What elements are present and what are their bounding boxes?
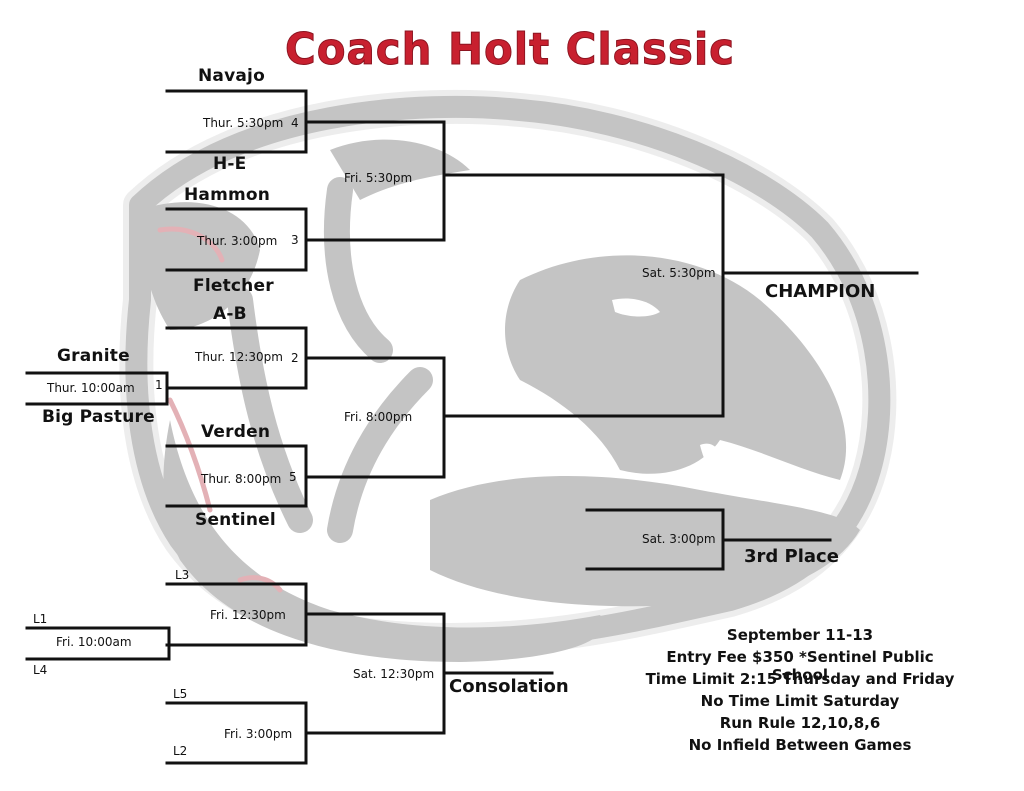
game-2-time: Thur. 12:30pm — [195, 350, 283, 364]
tournament-info: September 11-13 Entry Fee $350 *Sentinel… — [640, 626, 960, 758]
info-entry-fee: Entry Fee $350 *Sentinel Public School — [666, 648, 934, 684]
team-hammon: Hammon — [184, 185, 271, 205]
cons-l5-time: Fri. 3:00pm — [224, 727, 293, 741]
game-2-seed: 2 — [291, 351, 299, 365]
slot-l1: L1 — [33, 612, 48, 626]
team-big-pasture: Big Pasture — [42, 407, 155, 427]
team-verden: Verden — [201, 422, 271, 442]
game-1-bracket — [25, 371, 169, 406]
cons-final-time: Sat. 12:30pm — [353, 667, 435, 681]
info-time-limit: Time Limit 2:15 Thursday and Friday — [645, 670, 955, 688]
team-sentinel: Sentinel — [195, 510, 276, 530]
page-title-text: Coach Holt Classic — [285, 24, 735, 75]
cons-l3-time: Fri. 12:30pm — [210, 608, 286, 622]
final-time: Sat. 5:30pm — [642, 266, 716, 280]
slot-l3: L3 — [175, 568, 190, 582]
info-infield: No Infield Between Games — [688, 736, 912, 754]
team-h-e: H-E — [213, 154, 247, 174]
semi-bottom-time: Fri. 8:00pm — [344, 410, 413, 424]
info-dates: September 11-13 — [726, 626, 874, 644]
semi-top-bracket — [304, 120, 446, 242]
game-4-time: Thur. 5:30pm — [203, 116, 284, 130]
team-fletcher: Fletcher — [193, 276, 274, 296]
page-title: Coach Holt Classic — [285, 24, 735, 76]
final-bracket — [442, 173, 725, 418]
game-5-time: Thur. 8:00pm — [201, 472, 282, 486]
slot-l2: L2 — [173, 744, 188, 758]
info-saturday-limit: No Time Limit Saturday — [700, 692, 900, 710]
team-navajo: Navajo — [198, 66, 265, 86]
cons-l1-time: Fri. 10:00am — [56, 635, 132, 649]
team-a-b: A-B — [213, 304, 247, 324]
game-1-time: Thur. 10:00am — [47, 381, 135, 395]
slot-l4: L4 — [33, 663, 48, 677]
semi-top-time: Fri. 5:30pm — [344, 171, 413, 185]
slot-l5: L5 — [173, 687, 188, 701]
game-3-time: Thur. 3:00pm — [197, 234, 278, 248]
info-run-rule: Run Rule 12,10,8,6 — [719, 714, 881, 732]
game-4-seed: 4 — [291, 116, 299, 130]
champion-label: CHAMPION — [765, 281, 876, 302]
team-granite: Granite — [57, 346, 130, 366]
game-5-seed: 5 — [289, 470, 297, 484]
cons-l1-bracket — [25, 626, 171, 661]
third-place-label: 3rd Place — [744, 546, 839, 567]
consolation-label: Consolation — [449, 676, 569, 697]
game-1-seed: 1 — [155, 378, 163, 392]
third-place-time: Sat. 3:00pm — [642, 532, 716, 546]
game-3-seed: 3 — [291, 233, 299, 247]
